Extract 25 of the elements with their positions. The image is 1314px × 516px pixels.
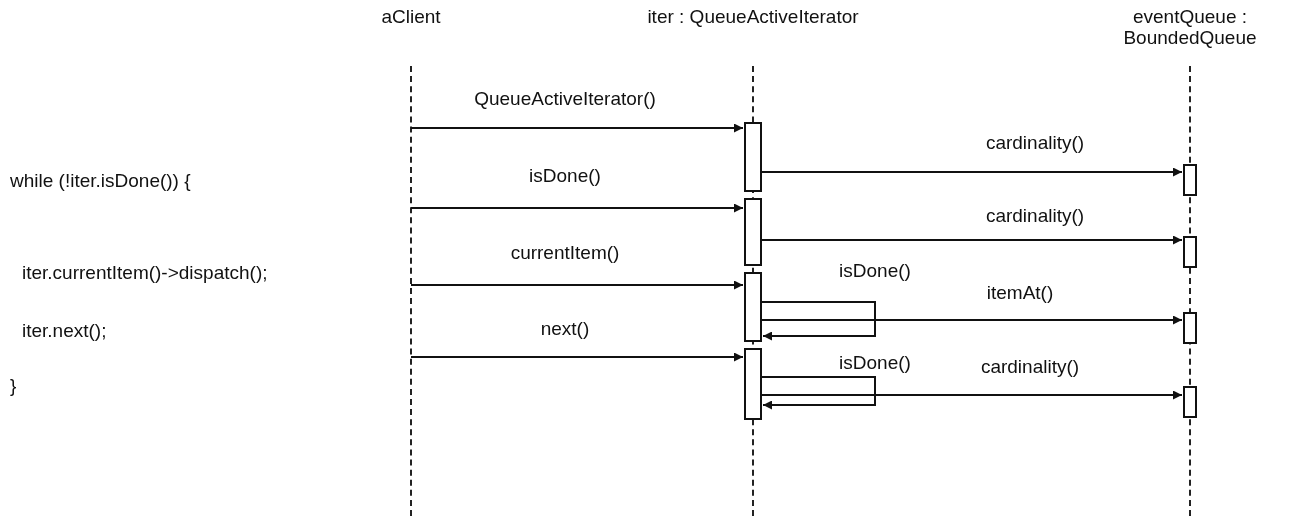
- activation-bar: [744, 348, 762, 420]
- message-arrow: [761, 235, 1183, 245]
- activation-bar: [1183, 164, 1197, 196]
- code-line: while (!iter.isDone()) {: [10, 170, 191, 192]
- message-arrow: [410, 280, 744, 290]
- message-arrow: [761, 390, 1183, 400]
- code-line: }: [10, 375, 17, 397]
- message-arrow: [761, 315, 1183, 325]
- code-line: iter.currentItem()->dispatch();: [22, 262, 268, 284]
- object-name: eventQueue : BoundedQueue: [1122, 6, 1258, 48]
- self-message-arrow: [761, 301, 876, 341]
- self-message-arrow: [761, 376, 876, 410]
- activation-bar: [1183, 312, 1197, 344]
- message-arrow: [410, 123, 744, 133]
- object-name: iter : QueueActiveIterator: [646, 6, 860, 27]
- object-name: aClient: [380, 6, 442, 27]
- activation-bar: [1183, 386, 1197, 418]
- activation-bar: [744, 198, 762, 266]
- message-arrow: [761, 167, 1183, 177]
- message-arrow: [410, 352, 744, 362]
- message-arrow: [410, 203, 744, 213]
- code-line: iter.next();: [22, 320, 107, 342]
- activation-bar: [744, 272, 762, 342]
- activation-bar: [1183, 236, 1197, 268]
- activation-bar: [744, 122, 762, 192]
